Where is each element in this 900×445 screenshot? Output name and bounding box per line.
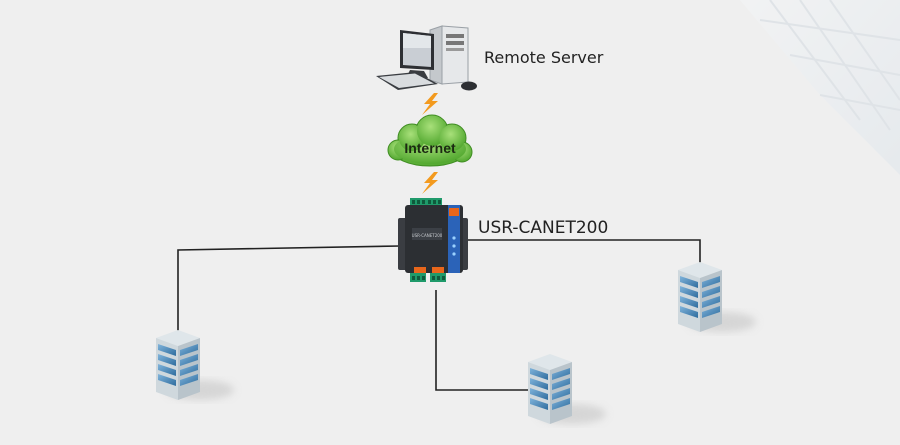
cloud-label: Internet — [404, 140, 456, 156]
office-building-icon — [156, 330, 234, 400]
server-label: Remote Server — [484, 48, 604, 67]
can-ethernet-converter-icon: USR-CANET200 — [398, 198, 468, 282]
line-to-bottom-building — [435, 290, 528, 391]
office-building-icon — [678, 262, 756, 332]
background-building-decoration — [740, 0, 900, 175]
internet-cloud-icon — [387, 114, 473, 167]
lightning-bolt-icon — [422, 93, 438, 115]
desktop-computer-icon — [376, 25, 477, 91]
lightning-bolt-icon — [422, 172, 438, 194]
device-label: USR-CANET200 — [478, 218, 608, 238]
line-to-right-building — [462, 239, 701, 265]
office-building-icon — [528, 354, 606, 424]
connection-lines — [177, 239, 701, 391]
line-to-left-building — [177, 245, 401, 332]
device-panel-text: USR-CANET200 — [412, 233, 443, 238]
